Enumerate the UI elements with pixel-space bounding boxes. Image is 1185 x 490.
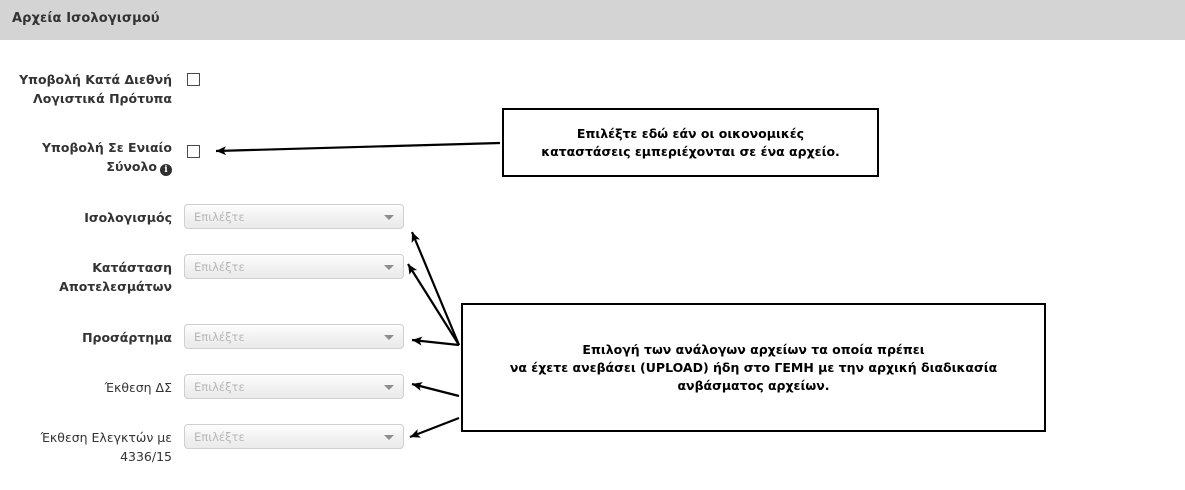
select-auditors-report[interactable]: Επιλέξτε: [184, 424, 404, 449]
chevron-down-icon: [384, 265, 394, 270]
callout-checkbox-text: Επιλέξτε εδώ εάν οι οικονομικές καταστάσ…: [541, 125, 840, 159]
arrow-to-income-statement: [407, 263, 460, 346]
field-label-auditors-report: Έκθεση Ελεγκτών με 4336/15: [40, 430, 172, 464]
field-label-balance-sheet: Ισολογισμός: [84, 210, 172, 225]
arrow-to-auditors-report: [409, 416, 460, 439]
section-header-title: Αρχεία Ισολογισμού: [12, 11, 160, 26]
chevron-down-icon: [384, 335, 394, 340]
select-board-report[interactable]: Επιλέξτε: [184, 374, 404, 399]
chevron-down-icon: [384, 215, 394, 220]
arrow-to-single-file-checkbox: [215, 141, 501, 156]
arrow-to-board-report: [411, 382, 460, 398]
field-label-annex: Προσάρτημα: [82, 330, 172, 345]
callout-selects-text: Επιλογή των ανάλογων αρχείων τα οποία πρ…: [509, 341, 998, 393]
arrow-to-annex: [411, 336, 460, 347]
select-income-statement-placeholder: Επιλέξτε: [194, 260, 245, 274]
select-balance-sheet-placeholder: Επιλέξτε: [194, 210, 245, 224]
info-icon[interactable]: i: [160, 164, 172, 176]
select-annex[interactable]: Επιλέξτε: [184, 324, 404, 349]
select-auditors-report-placeholder: Επιλέξτε: [194, 430, 245, 444]
arrow-to-balance-sheet: [410, 231, 461, 346]
field-label-income-statement: Κατάσταση Αποτελεσμάτων: [59, 260, 172, 294]
callout-checkbox: Επιλέξτε εδώ εάν οι οικονομικές καταστάσ…: [502, 108, 879, 177]
select-board-report-placeholder: Επιλέξτε: [194, 380, 245, 394]
section-header: Αρχεία Ισολογισμού: [0, 0, 1185, 40]
checkbox-single-file[interactable]: [187, 145, 200, 158]
field-label-board-report: Έκθεση ΔΣ: [104, 380, 172, 395]
checkbox-ifrs[interactable]: [187, 73, 200, 86]
chevron-down-icon: [384, 385, 394, 390]
callout-selects: Επιλογή των ανάλογων αρχείων τα οποία πρ…: [461, 303, 1046, 432]
select-balance-sheet[interactable]: Επιλέξτε: [184, 204, 404, 229]
field-label-single-file-text: Υποβολή Σε Ενιαίο Σύνολο: [41, 140, 172, 174]
chevron-down-icon: [384, 435, 394, 440]
select-annex-placeholder: Επιλέξτε: [194, 330, 245, 344]
field-label-ifrs: Υποβολή Κατά Διεθνή Λογιστικά Πρότυπα: [19, 72, 172, 106]
select-income-statement[interactable]: Επιλέξτε: [184, 254, 404, 279]
